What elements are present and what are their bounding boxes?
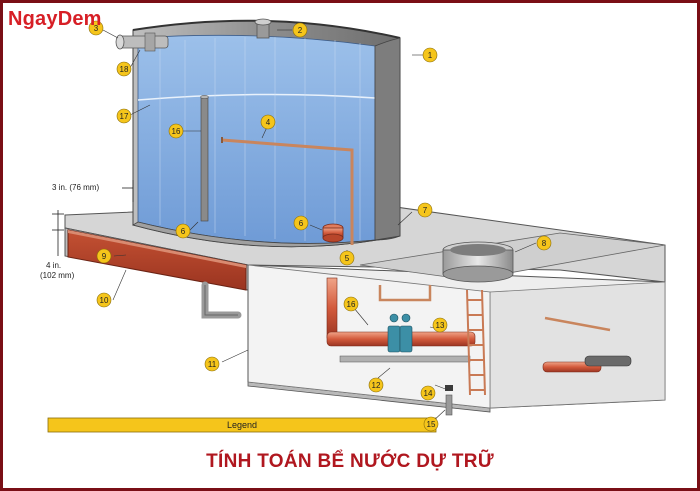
svg-text:1: 1 [428,51,433,60]
svg-text:13: 13 [436,321,445,330]
page-title: TÍNH TOÁN BỂ NƯỚC DỰ TRỮ [206,451,494,472]
callout-4: 4 [260,114,276,130]
platform-vent [442,241,514,283]
svg-text:6: 6 [181,227,186,236]
callout-5: 5 [339,250,355,266]
svg-text:16: 16 [347,300,356,309]
svg-text:17: 17 [120,112,129,121]
callout-16a: 16 [168,123,184,139]
svg-text:18: 18 [120,65,129,74]
svg-text:6: 6 [299,219,304,228]
callout-7: 7 [417,202,433,218]
svg-text:8: 8 [542,239,547,248]
storage-tank [131,19,401,248]
callout-13: 13 [432,317,448,333]
callout-15: 15 [423,416,439,432]
callout-3: 3 [88,20,104,36]
callout-11: 11 [204,356,220,372]
overflow-pipe [115,32,169,52]
brick-base [67,229,247,291]
svg-text:7: 7 [423,206,428,215]
dimension-marks [52,180,134,256]
callout-1: 1 [422,47,438,63]
callout-6b: 6 [293,215,309,231]
callout-12: 12 [368,377,384,393]
legend-label: Legend [227,420,257,430]
callout-2: 2 [292,22,308,38]
dimension-wall-gap: 3 in. (76 mm) [52,183,99,192]
svg-text:10: 10 [100,296,109,305]
svg-text:16: 16 [172,127,181,136]
callout-17: 17 [116,108,132,124]
svg-text:14: 14 [424,389,433,398]
svg-text:15: 15 [427,420,436,429]
svg-text:2: 2 [298,26,303,35]
svg-text:5: 5 [345,254,350,263]
callout-6a: 6 [175,223,191,239]
roof-vent [254,18,272,39]
outlet-pipe-left [201,281,242,319]
logo-part-2: Dem [57,8,102,30]
callout-9: 9 [96,248,112,264]
site-logo: NgayDem [8,8,102,31]
callout-8: 8 [536,235,552,251]
dimension-slab-line2: (102 mm) [40,271,75,280]
fill-pipe [221,137,354,245]
callout-14: 14 [420,385,436,401]
svg-text:11: 11 [208,360,217,369]
callout-16b: 16 [343,296,359,312]
callout-10: 10 [96,292,112,308]
suction-pipe [200,95,209,222]
svg-text:9: 9 [102,252,107,261]
tank-drain [322,223,344,243]
svg-text:3: 3 [94,24,99,33]
basement-piping [326,277,632,416]
svg-text:4: 4 [266,118,271,127]
legend-bar: Legend [47,417,437,433]
dimension-slab-line1: 4 in. [46,261,61,270]
callout-18: 18 [116,61,132,77]
logo-part-1: Ngay [8,8,58,30]
svg-text:12: 12 [372,381,381,390]
